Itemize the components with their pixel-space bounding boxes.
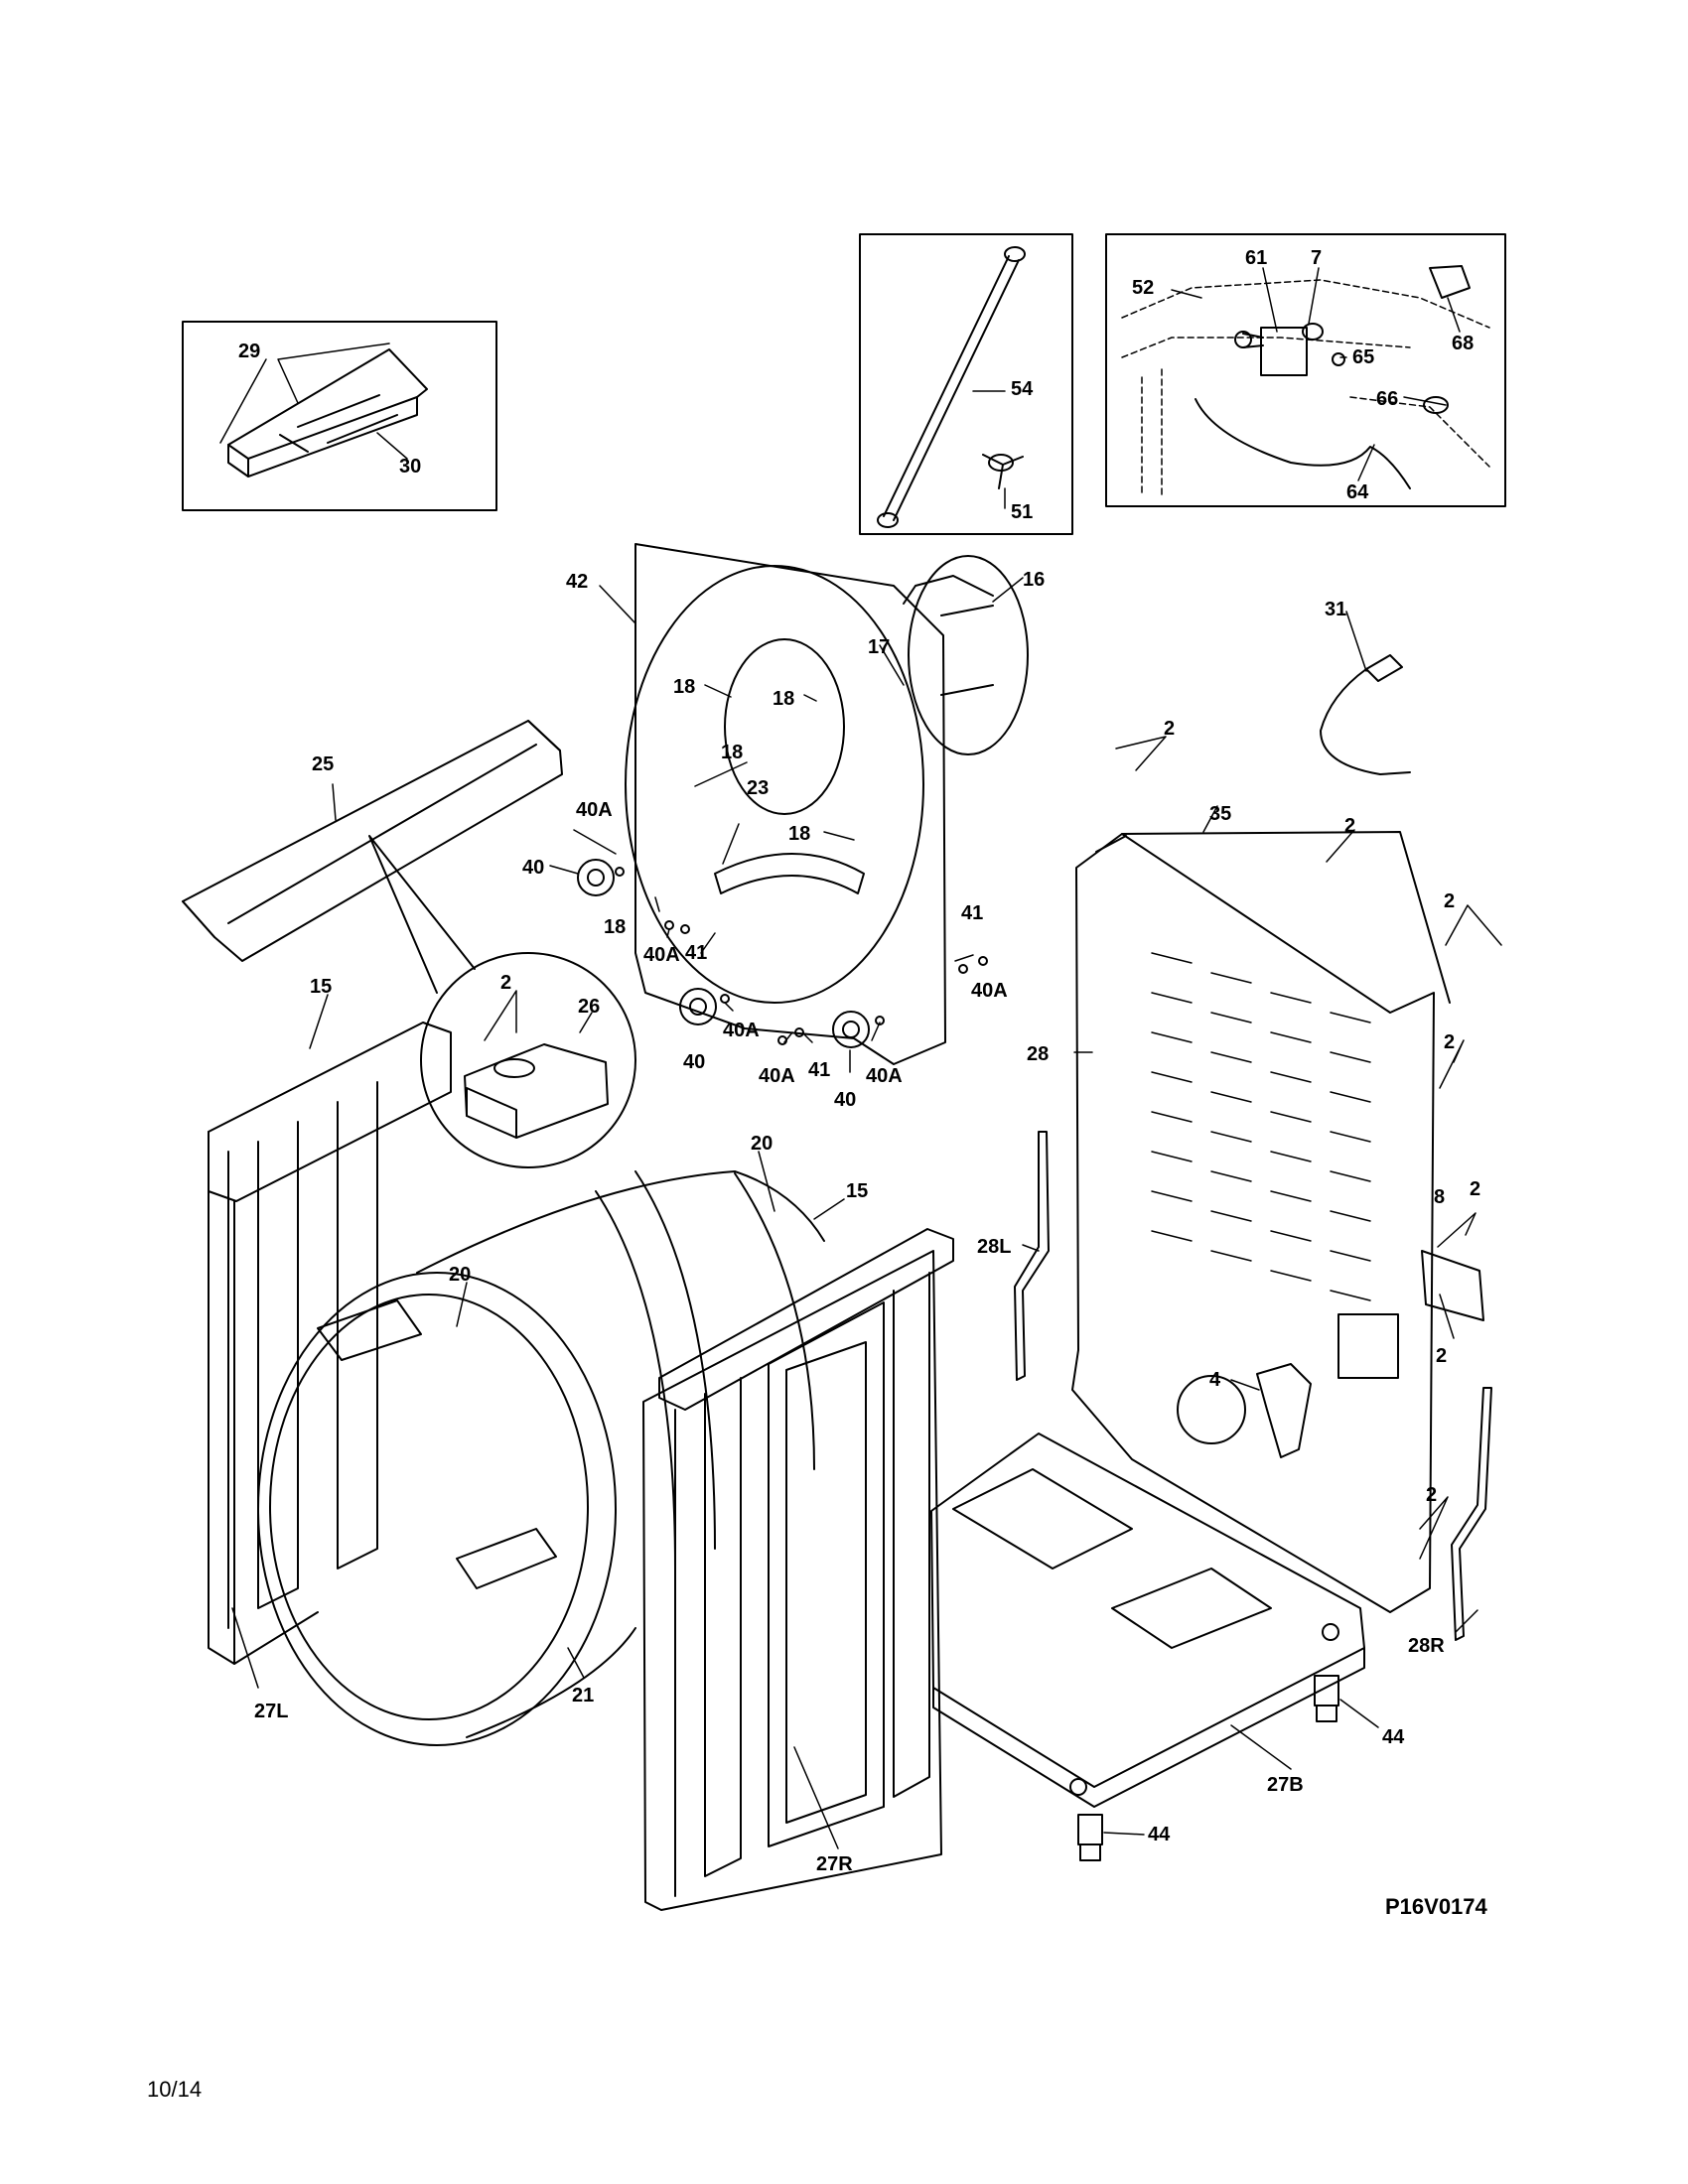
- callout-20-a: 20: [751, 1133, 773, 1155]
- part-base: [930, 1433, 1365, 1808]
- callout-35: 35: [1209, 803, 1231, 825]
- part-baffle: [227, 348, 428, 478]
- callout-23: 23: [747, 777, 769, 799]
- callout-18-e: 18: [604, 916, 626, 938]
- callout-54: 54: [1011, 378, 1034, 400]
- callout-16: 16: [1023, 569, 1045, 591]
- callout-8: 8: [1434, 1186, 1445, 1208]
- callout-2-g: 2: [1426, 1484, 1437, 1506]
- callout-28L: 28L: [977, 1236, 1011, 1258]
- callout-40A-e: 40A: [866, 1065, 903, 1087]
- inset-box-hose: [859, 233, 1073, 535]
- callout-44-a: 44: [1382, 1726, 1405, 1748]
- callout-27R: 27R: [816, 1853, 853, 1875]
- callout-40A-b: 40A: [643, 944, 680, 966]
- inset-box-water-valve: [1105, 233, 1506, 507]
- callout-18-c: 18: [721, 742, 743, 763]
- callout-2-c: 2: [1444, 890, 1455, 912]
- callout-52: 52: [1132, 277, 1154, 299]
- callout-2-f: 2: [1436, 1345, 1447, 1367]
- callout-28R: 28R: [1408, 1635, 1445, 1657]
- callout-2-d: 2: [1444, 1031, 1455, 1053]
- part-valve-hose: [1195, 398, 1411, 489]
- part-water-valve: [1234, 327, 1308, 376]
- callout-27L: 27L: [254, 1701, 288, 1722]
- callout-65: 65: [1352, 346, 1374, 368]
- callout-40-c: 40: [834, 1089, 856, 1111]
- callout-26: 26: [578, 996, 600, 1018]
- part-power-cord: [1320, 654, 1411, 775]
- part-rollers: [577, 859, 988, 1048]
- part-exhaust-duct: [903, 555, 1029, 755]
- callout-31: 31: [1325, 599, 1346, 620]
- rear-panel-vents: [1151, 952, 1371, 1301]
- part-valve-background: [1121, 279, 1490, 497]
- callout-40A-f: 40A: [971, 980, 1008, 1002]
- part-rear-bulkhead: [625, 543, 946, 1065]
- callout-2-b: 2: [1344, 815, 1355, 837]
- callout-4: 4: [1209, 1369, 1221, 1391]
- callout-15-b: 15: [846, 1180, 868, 1202]
- callout-labels: 29 30 54 51 52 61 7 68 65 66 64 42 16 17…: [238, 247, 1480, 1875]
- callout-68: 68: [1452, 333, 1474, 354]
- part-rear-panel: [1071, 831, 1451, 1613]
- callout-18-a: 18: [673, 676, 695, 698]
- callout-40-a: 40: [522, 857, 544, 879]
- part-brackets: [1256, 1250, 1484, 1458]
- callout-41-c: 41: [961, 902, 983, 924]
- callout-40A-a: 40A: [576, 799, 613, 821]
- callout-2-h: 2: [500, 972, 511, 994]
- leader-lines: [219, 267, 1502, 1849]
- callout-28: 28: [1027, 1043, 1049, 1065]
- callout-64: 64: [1346, 481, 1369, 503]
- callout-27B: 27B: [1267, 1774, 1304, 1796]
- inset-box-baffle: [182, 321, 497, 511]
- part-right-side-panel: [642, 1228, 954, 1911]
- part-leveling-legs: [1077, 1675, 1339, 1861]
- part-drum: [257, 1170, 825, 1746]
- callout-51: 51: [1011, 501, 1033, 523]
- callout-29: 29: [238, 341, 260, 362]
- callout-61: 61: [1245, 247, 1267, 269]
- callout-21: 21: [572, 1685, 594, 1706]
- part-control-board-magnifier: [368, 835, 636, 1168]
- callout-2-a: 2: [1164, 718, 1175, 740]
- callout-40A-c: 40A: [723, 1020, 760, 1041]
- callout-40-b: 40: [683, 1051, 705, 1073]
- callout-2-e: 2: [1470, 1178, 1480, 1200]
- callout-18-b: 18: [773, 688, 794, 710]
- callout-66: 66: [1376, 388, 1398, 410]
- page-footer: 10/14: [147, 2077, 203, 2102]
- part-seal-strips: [1014, 1131, 1492, 1641]
- callout-17: 17: [868, 636, 890, 658]
- part-top-rail: [182, 720, 563, 962]
- part-valve-misc: [1302, 265, 1471, 414]
- diagram-code: P16V0174: [1385, 1894, 1487, 1919]
- part-left-side-panel: [208, 1022, 452, 1665]
- callout-44-b: 44: [1148, 1824, 1171, 1845]
- callout-41-a: 41: [685, 942, 707, 964]
- callout-15-a: 15: [310, 976, 332, 998]
- part-y-connector: [982, 454, 1024, 489]
- callout-40A-d: 40A: [759, 1065, 795, 1087]
- callout-41-b: 41: [808, 1059, 830, 1081]
- callout-20-b: 20: [449, 1264, 471, 1286]
- callout-42: 42: [566, 571, 588, 593]
- callout-7: 7: [1311, 247, 1322, 269]
- callout-30: 30: [399, 456, 421, 478]
- callout-18-d: 18: [788, 823, 810, 845]
- part-fill-hose: [877, 246, 1026, 528]
- callout-25: 25: [312, 753, 334, 775]
